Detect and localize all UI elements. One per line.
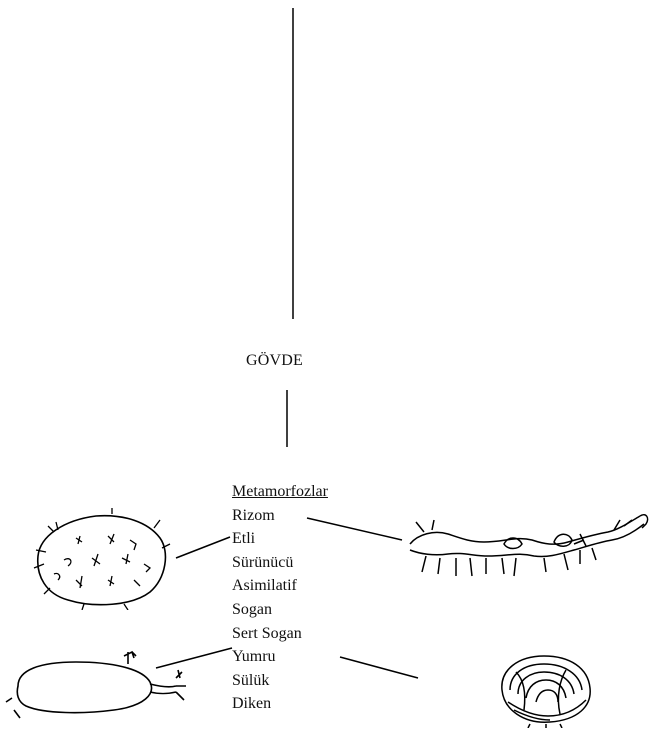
list-item: Diken: [232, 692, 328, 716]
link-sert-sogan-line: [340, 657, 418, 678]
list-item: Sogan: [232, 598, 328, 622]
tuber-drawing: [4, 648, 196, 724]
bulb-drawing: [490, 650, 600, 728]
list-item: Etli: [232, 527, 328, 551]
list-item: Sürünücü: [232, 551, 328, 575]
diagram-title: GÖVDE: [246, 352, 303, 370]
metamorphosis-list: Metamorfozlar Rizom Etli Sürünücü Asimil…: [232, 480, 328, 716]
rhizome-drawing: [404, 504, 652, 588]
list-item: Sert Sogan: [232, 622, 328, 646]
list-item: Rizom: [232, 504, 328, 528]
list-item: Sülük: [232, 669, 328, 693]
list-heading: Metamorfozlar: [232, 480, 328, 504]
list-item: Yumru: [232, 645, 328, 669]
cactus-drawing: [24, 508, 176, 610]
link-etli-line: [176, 537, 230, 558]
list-item: Asimilatif: [232, 574, 328, 598]
